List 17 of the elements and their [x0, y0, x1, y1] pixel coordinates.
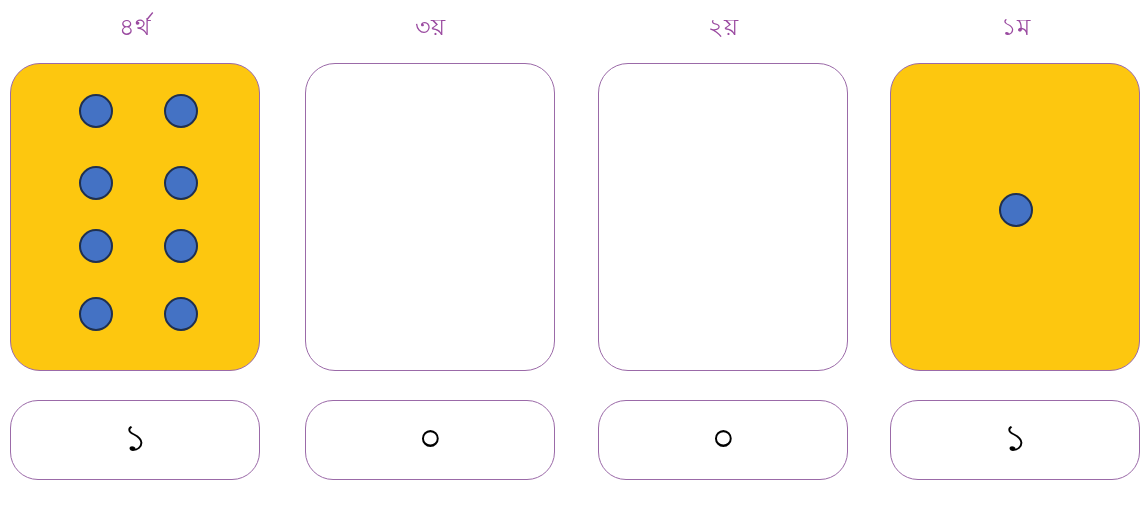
counter-dot: [79, 166, 113, 200]
column-heading: ৩য়: [414, 12, 447, 43]
digit-box: ০: [305, 400, 555, 480]
digit-box: ১: [890, 400, 1140, 480]
counter-dot: [164, 229, 198, 263]
column-heading: ১ম: [999, 12, 1032, 43]
counter-dot: [79, 94, 113, 128]
counter-dot: [164, 297, 198, 331]
counter-dot: [79, 229, 113, 263]
digit-box: ১: [10, 400, 260, 480]
column-heading: ২য়: [707, 12, 740, 43]
counter-dot: [79, 297, 113, 331]
digit-box: ০: [598, 400, 848, 480]
counter-dot: [164, 166, 198, 200]
counter-dot: [164, 94, 198, 128]
column-heading: ৪র্থ: [118, 11, 154, 43]
counter-dot: [999, 193, 1033, 227]
